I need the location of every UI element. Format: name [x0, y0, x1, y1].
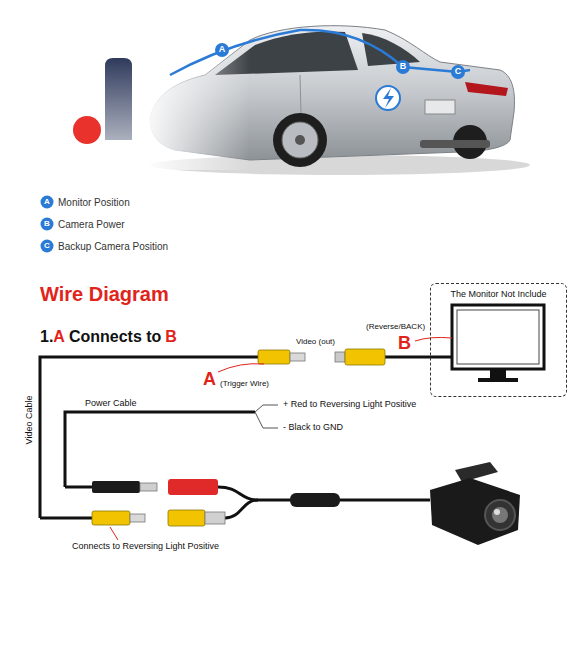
- car-illustration-part: [140, 0, 250, 170]
- rca-plugs-part: [205, 512, 225, 524]
- monitor-illustration-part: [452, 305, 544, 369]
- rca-plugs-part: [335, 352, 345, 362]
- cable-name: Video Cable: [25, 396, 35, 445]
- car-illustration-part: [383, 88, 394, 108]
- car-illustration-part: [282, 122, 318, 158]
- legend-letter: A: [44, 198, 50, 207]
- leader-lines-part: [415, 337, 452, 341]
- camera-part: [485, 500, 515, 530]
- leader-lines-part: [218, 364, 264, 372]
- car-illustration-part: [170, 30, 470, 75]
- car-illustration-part: [362, 33, 420, 66]
- car-illustration-part: [215, 43, 229, 57]
- step-text: Connects to: [69, 328, 161, 346]
- dc-plugs: [92, 479, 218, 495]
- signal-name: Video (out): [296, 338, 335, 347]
- legend-text: Monitor Position: [58, 197, 130, 208]
- logo: [73, 58, 132, 144]
- wires-part: [255, 405, 278, 412]
- legend-letter: C: [44, 242, 50, 251]
- step-number: 1.: [40, 328, 53, 346]
- port-note: (Reverse/BACK): [366, 323, 425, 332]
- cable-joint: [290, 493, 340, 507]
- camera: [430, 462, 520, 545]
- logo-part: [73, 116, 101, 144]
- dc-plugs-part: [140, 483, 157, 491]
- camera-part: [455, 462, 498, 482]
- logo-part: [105, 58, 132, 140]
- camera-part: [492, 507, 508, 523]
- port-letter: B: [398, 334, 411, 354]
- monitor-illustration-part: [490, 369, 506, 378]
- wire-note: (Trigger Wire): [220, 380, 269, 389]
- car-illustration: [140, 0, 530, 175]
- callout-letter: C: [455, 67, 462, 77]
- wire-note: + Red to Reversing Light Positive: [283, 400, 416, 410]
- monitor-illustration-part: [457, 310, 539, 364]
- dc-plugs-part: [168, 479, 218, 495]
- leader-lines: [110, 337, 452, 540]
- rca-plugs-part: [345, 349, 385, 365]
- rca-plugs-part: [168, 510, 205, 526]
- rca-plugs-part: [258, 350, 290, 364]
- car-illustration-part: [376, 86, 400, 110]
- leader-lines-part: [110, 527, 118, 540]
- wires-part: [65, 412, 255, 487]
- car-illustration-part: [420, 140, 490, 148]
- wires-part: [340, 499, 430, 502]
- step-letter: B: [165, 328, 177, 346]
- car-illustration-part: [425, 100, 455, 114]
- wires-part: [218, 487, 258, 500]
- wires-part: [65, 486, 92, 489]
- callout-letter: A: [219, 45, 226, 55]
- dc-plugs-part: [92, 481, 140, 493]
- monitor-illustration-part: [478, 378, 518, 382]
- rca-plugs-part: [290, 353, 305, 361]
- wires-part: [225, 500, 258, 518]
- car-illustration-part: [451, 65, 465, 79]
- step-letter: A: [53, 328, 65, 346]
- car-illustration-part: [273, 113, 327, 167]
- wires-part: [258, 499, 290, 502]
- wire-note: - Black to GND: [283, 423, 343, 433]
- dashed-frame: The Monitor Not Include: [430, 283, 567, 397]
- port-letter: A: [203, 370, 216, 390]
- monitor-illustration: [452, 305, 544, 382]
- car-illustration-part: [396, 60, 410, 74]
- diagram-title: Wire Diagram: [40, 283, 169, 305]
- rca-plugs-part: [130, 514, 145, 522]
- wires-part: [255, 412, 278, 428]
- callout-letter: B: [400, 62, 407, 72]
- car-illustration-part: [295, 135, 305, 145]
- wires: [40, 357, 452, 518]
- camera-part: [494, 509, 500, 515]
- camera-part: [430, 478, 520, 545]
- legend-text: Camera Power: [58, 219, 125, 230]
- frame-heading: The Monitor Not Include: [431, 289, 566, 299]
- legend-text: Backup Camera Position: [58, 241, 168, 252]
- cable-name: Power Cable: [85, 399, 137, 409]
- wire-note: Connects to Reversing Light Positive: [72, 542, 219, 552]
- rca-plugs: [92, 349, 385, 526]
- wires-part: [40, 517, 92, 520]
- car-illustration-part: [465, 82, 508, 96]
- legend-letter: B: [44, 220, 50, 229]
- wires-part: [385, 356, 452, 359]
- rca-plugs-part: [92, 511, 130, 525]
